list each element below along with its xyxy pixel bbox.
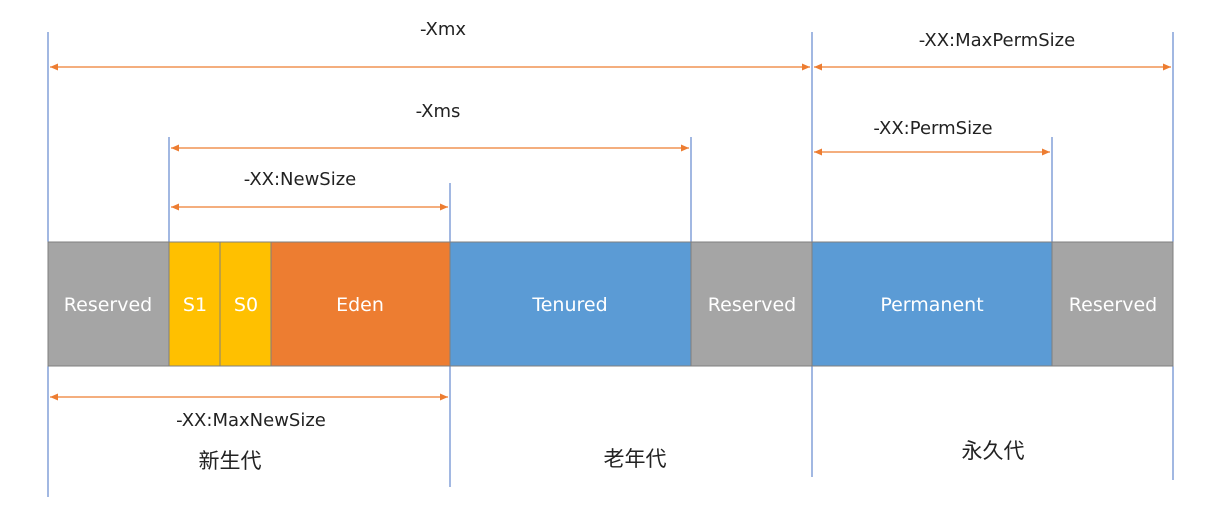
permanent-generation-label: 永久代 — [962, 439, 1025, 463]
reserved-segment-2 — [690, 241, 813, 367]
eden-label: Eden — [336, 294, 384, 316]
max-new-size-label: -XX:MaxNewSize — [176, 410, 326, 431]
reserved-segment-3 — [1051, 241, 1174, 367]
tenured-label: Tenured — [531, 294, 607, 316]
reserved-label-1: Reserved — [64, 294, 152, 316]
zone-labels: 新生代 老年代 永久代 — [199, 439, 1025, 473]
s0-label: S0 — [234, 294, 258, 316]
eden-segment — [270, 241, 451, 367]
max-perm-size-label: -XX:MaxPermSize — [919, 30, 1075, 51]
xms-label: -Xms — [416, 101, 461, 122]
young-generation-label: 新生代 — [199, 449, 262, 473]
permanent-label: Permanent — [880, 294, 983, 316]
permanent-segment — [811, 241, 1053, 367]
s0-segment — [219, 241, 272, 367]
perm-size-label: -XX:PermSize — [873, 118, 992, 139]
dimension-labels: -Xmx -XX:MaxPermSize -Xms -XX:PermSize -… — [176, 19, 1075, 431]
reserved-label-3: Reserved — [1069, 294, 1157, 316]
dimension-arrows — [50, 63, 1171, 401]
s1-segment — [168, 241, 221, 367]
old-generation-label: 老年代 — [604, 447, 667, 471]
xmx-label: -Xmx — [420, 19, 466, 40]
s1-label: S1 — [183, 294, 207, 316]
new-size-label: -XX:NewSize — [244, 169, 357, 190]
reserved-label-2: Reserved — [708, 294, 796, 316]
reserved-segment-1 — [47, 241, 170, 367]
memory-bar: Reserved S1 S0 Eden Tenured Reserved Per… — [47, 241, 1174, 367]
tenured-segment — [449, 241, 692, 367]
